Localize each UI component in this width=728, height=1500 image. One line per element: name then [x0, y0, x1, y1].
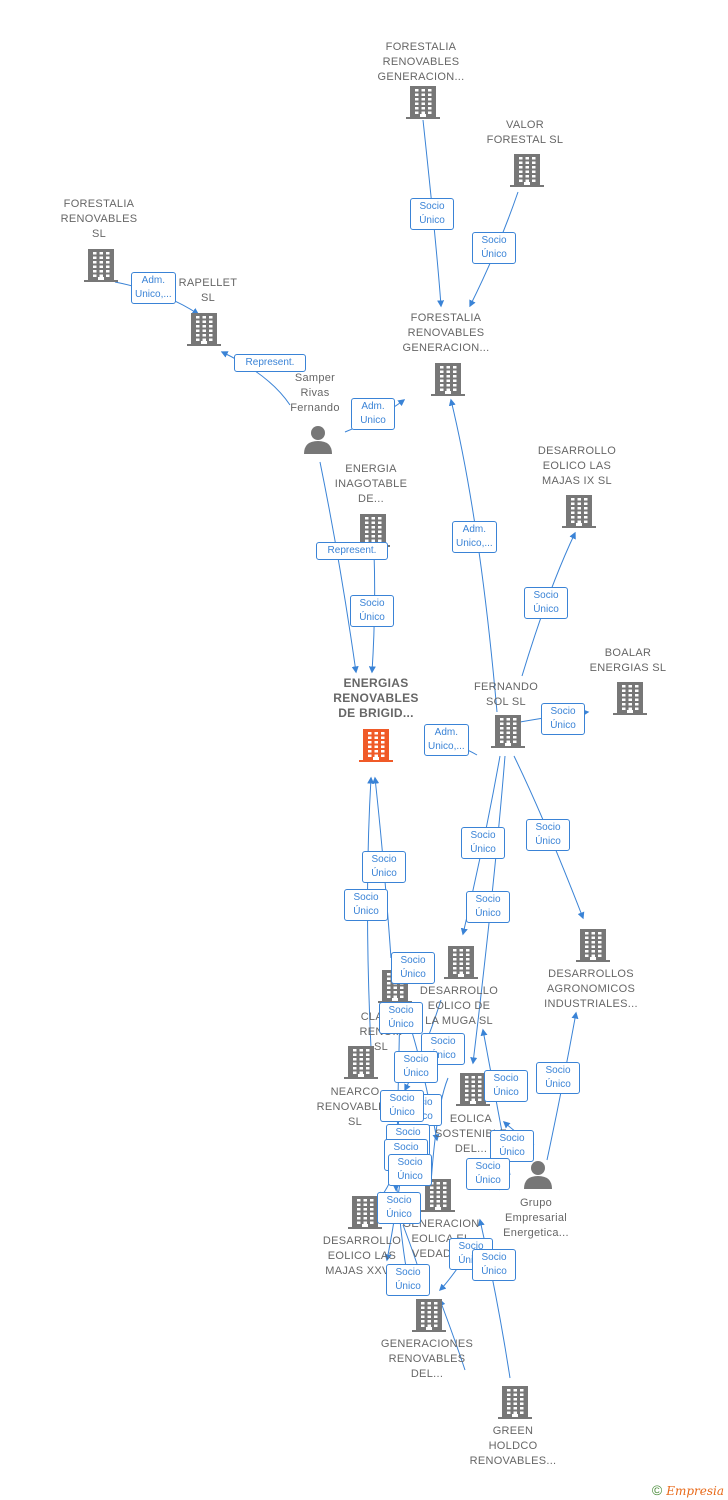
edge-label[interactable]: Socio Único: [388, 1154, 432, 1186]
footer-brand[interactable]: ©Empresia: [652, 1482, 724, 1498]
building-icon-nearco[interactable]: [344, 1046, 378, 1079]
edge-label[interactable]: Socio Único: [526, 819, 570, 851]
node-label-green[interactable]: GREEN HOLDCO RENOVABLES...: [469, 1425, 557, 1467]
edge-label[interactable]: Socio Único: [350, 595, 394, 627]
relation-edge: [438, 1298, 466, 1371]
node-label-frg1[interactable]: FORESTALIA RENOVABLES GENERACION...: [377, 41, 465, 83]
edge-label[interactable]: Socio Único: [377, 1192, 421, 1224]
edge-label[interactable]: Socio Único: [362, 851, 406, 883]
node-label-agro[interactable]: DESARROLLOS AGRONOMICOS INDUSTRIALES...: [544, 968, 638, 1010]
node-label-valor[interactable]: VALOR FORESTAL SL: [486, 119, 564, 146]
edge-label[interactable]: Represent.: [234, 354, 306, 372]
building-icon-xxv[interactable]: [348, 1196, 382, 1229]
edge-label[interactable]: Socio Único: [391, 952, 435, 984]
brand-logo: Empresia: [666, 1484, 724, 1498]
node-label-rapellet[interactable]: RAPELLET SL: [178, 277, 238, 304]
building-icon-green[interactable]: [498, 1386, 532, 1419]
edge-label[interactable]: Socio Único: [466, 1158, 510, 1190]
building-icon-gendel[interactable]: [412, 1299, 446, 1332]
person-icon-samper[interactable]: [304, 426, 332, 454]
building-icon-rapellet[interactable]: [187, 313, 221, 346]
person-icon-grupo[interactable]: [524, 1161, 552, 1189]
edge-label[interactable]: Socio Único: [472, 232, 516, 264]
edge-label[interactable]: Adm. Unico,...: [452, 521, 497, 553]
edge-label[interactable]: Socio Único: [490, 1130, 534, 1162]
building-icon-frg2[interactable]: [431, 363, 465, 396]
edge-label[interactable]: Socio Único: [410, 198, 454, 230]
building-icon-energia[interactable]: [356, 514, 390, 547]
edge-label[interactable]: Socio Único: [466, 891, 510, 923]
building-icon-valor[interactable]: [510, 154, 544, 187]
edge-label[interactable]: Socio Único: [386, 1264, 430, 1296]
node-label-frg2[interactable]: FORESTALIA RENOVABLES GENERACION...: [402, 312, 490, 354]
edge-label[interactable]: Socio Único: [394, 1051, 438, 1083]
building-icon-brigid[interactable]: [359, 729, 393, 762]
copyright-symbol: ©: [651, 1482, 663, 1498]
node-label-nearco[interactable]: NEARCO RENOVABLES SL: [316, 1086, 394, 1128]
building-icon-agro[interactable]: [576, 929, 610, 962]
node-label-grupo[interactable]: Grupo Empresarial Energetica...: [503, 1197, 569, 1239]
edge-label[interactable]: Socio Único: [484, 1070, 528, 1102]
edge-label[interactable]: Socio Único: [472, 1249, 516, 1281]
edge-label[interactable]: Socio Único: [379, 1002, 423, 1034]
building-icon-fernando[interactable]: [491, 715, 525, 748]
building-icon-frsl[interactable]: [84, 249, 118, 282]
edge-label[interactable]: Represent.: [316, 542, 388, 560]
building-icon-boalar[interactable]: [613, 682, 647, 715]
node-label-fernando[interactable]: FERNANDO SOL SL: [473, 681, 539, 708]
relation-edge: [448, 398, 498, 713]
node-label-boalar[interactable]: BOALAR ENERGIAS SL: [589, 647, 667, 674]
edge-label[interactable]: Socio Único: [536, 1062, 580, 1094]
edge-label[interactable]: Adm. Unico: [351, 398, 395, 430]
node-label-eolica[interactable]: EOLICA SOSTENIBLE DEL...: [434, 1113, 508, 1155]
relation-edge: [422, 119, 445, 308]
node-label-brigid[interactable]: ENERGIAS RENOVABLES DE BRIGID...: [333, 676, 419, 720]
node-label-muga[interactable]: DESARROLLO EOLICO DE LA MUGA SL: [419, 985, 499, 1027]
edge-label[interactable]: Adm. Unico,...: [424, 724, 469, 756]
edge-label[interactable]: Socio Único: [461, 827, 505, 859]
relation-edge: [319, 461, 359, 674]
node-label-xxv[interactable]: DESARROLLO EOLICO LAS MAJAS XXV...: [322, 1235, 402, 1277]
node-label-energia[interactable]: ENERGIA INAGOTABLE DE...: [334, 463, 408, 505]
node-label-frsl[interactable]: FORESTALIA RENOVABLES SL: [60, 198, 138, 240]
node-label-gendel[interactable]: GENERACIONES RENOVABLES DEL...: [380, 1338, 474, 1380]
edge-label[interactable]: Socio Único: [541, 703, 585, 735]
building-icon-majas9[interactable]: [562, 495, 596, 528]
edge-label[interactable]: Adm. Unico,...: [131, 272, 176, 304]
node-label-samper[interactable]: Samper Rivas Fernando: [290, 372, 340, 414]
building-icon-frg1[interactable]: [406, 86, 440, 119]
edge-label[interactable]: Socio Único: [524, 587, 568, 619]
building-icon-eolica[interactable]: [456, 1073, 490, 1106]
relation-edge: [220, 351, 291, 406]
node-label-majas9[interactable]: DESARROLLO EOLICO LAS MAJAS IX SL: [537, 445, 617, 487]
edge-label[interactable]: Socio Único: [344, 889, 388, 921]
building-icon-muga[interactable]: [444, 946, 478, 979]
edge-label[interactable]: Socio Único: [380, 1090, 424, 1122]
